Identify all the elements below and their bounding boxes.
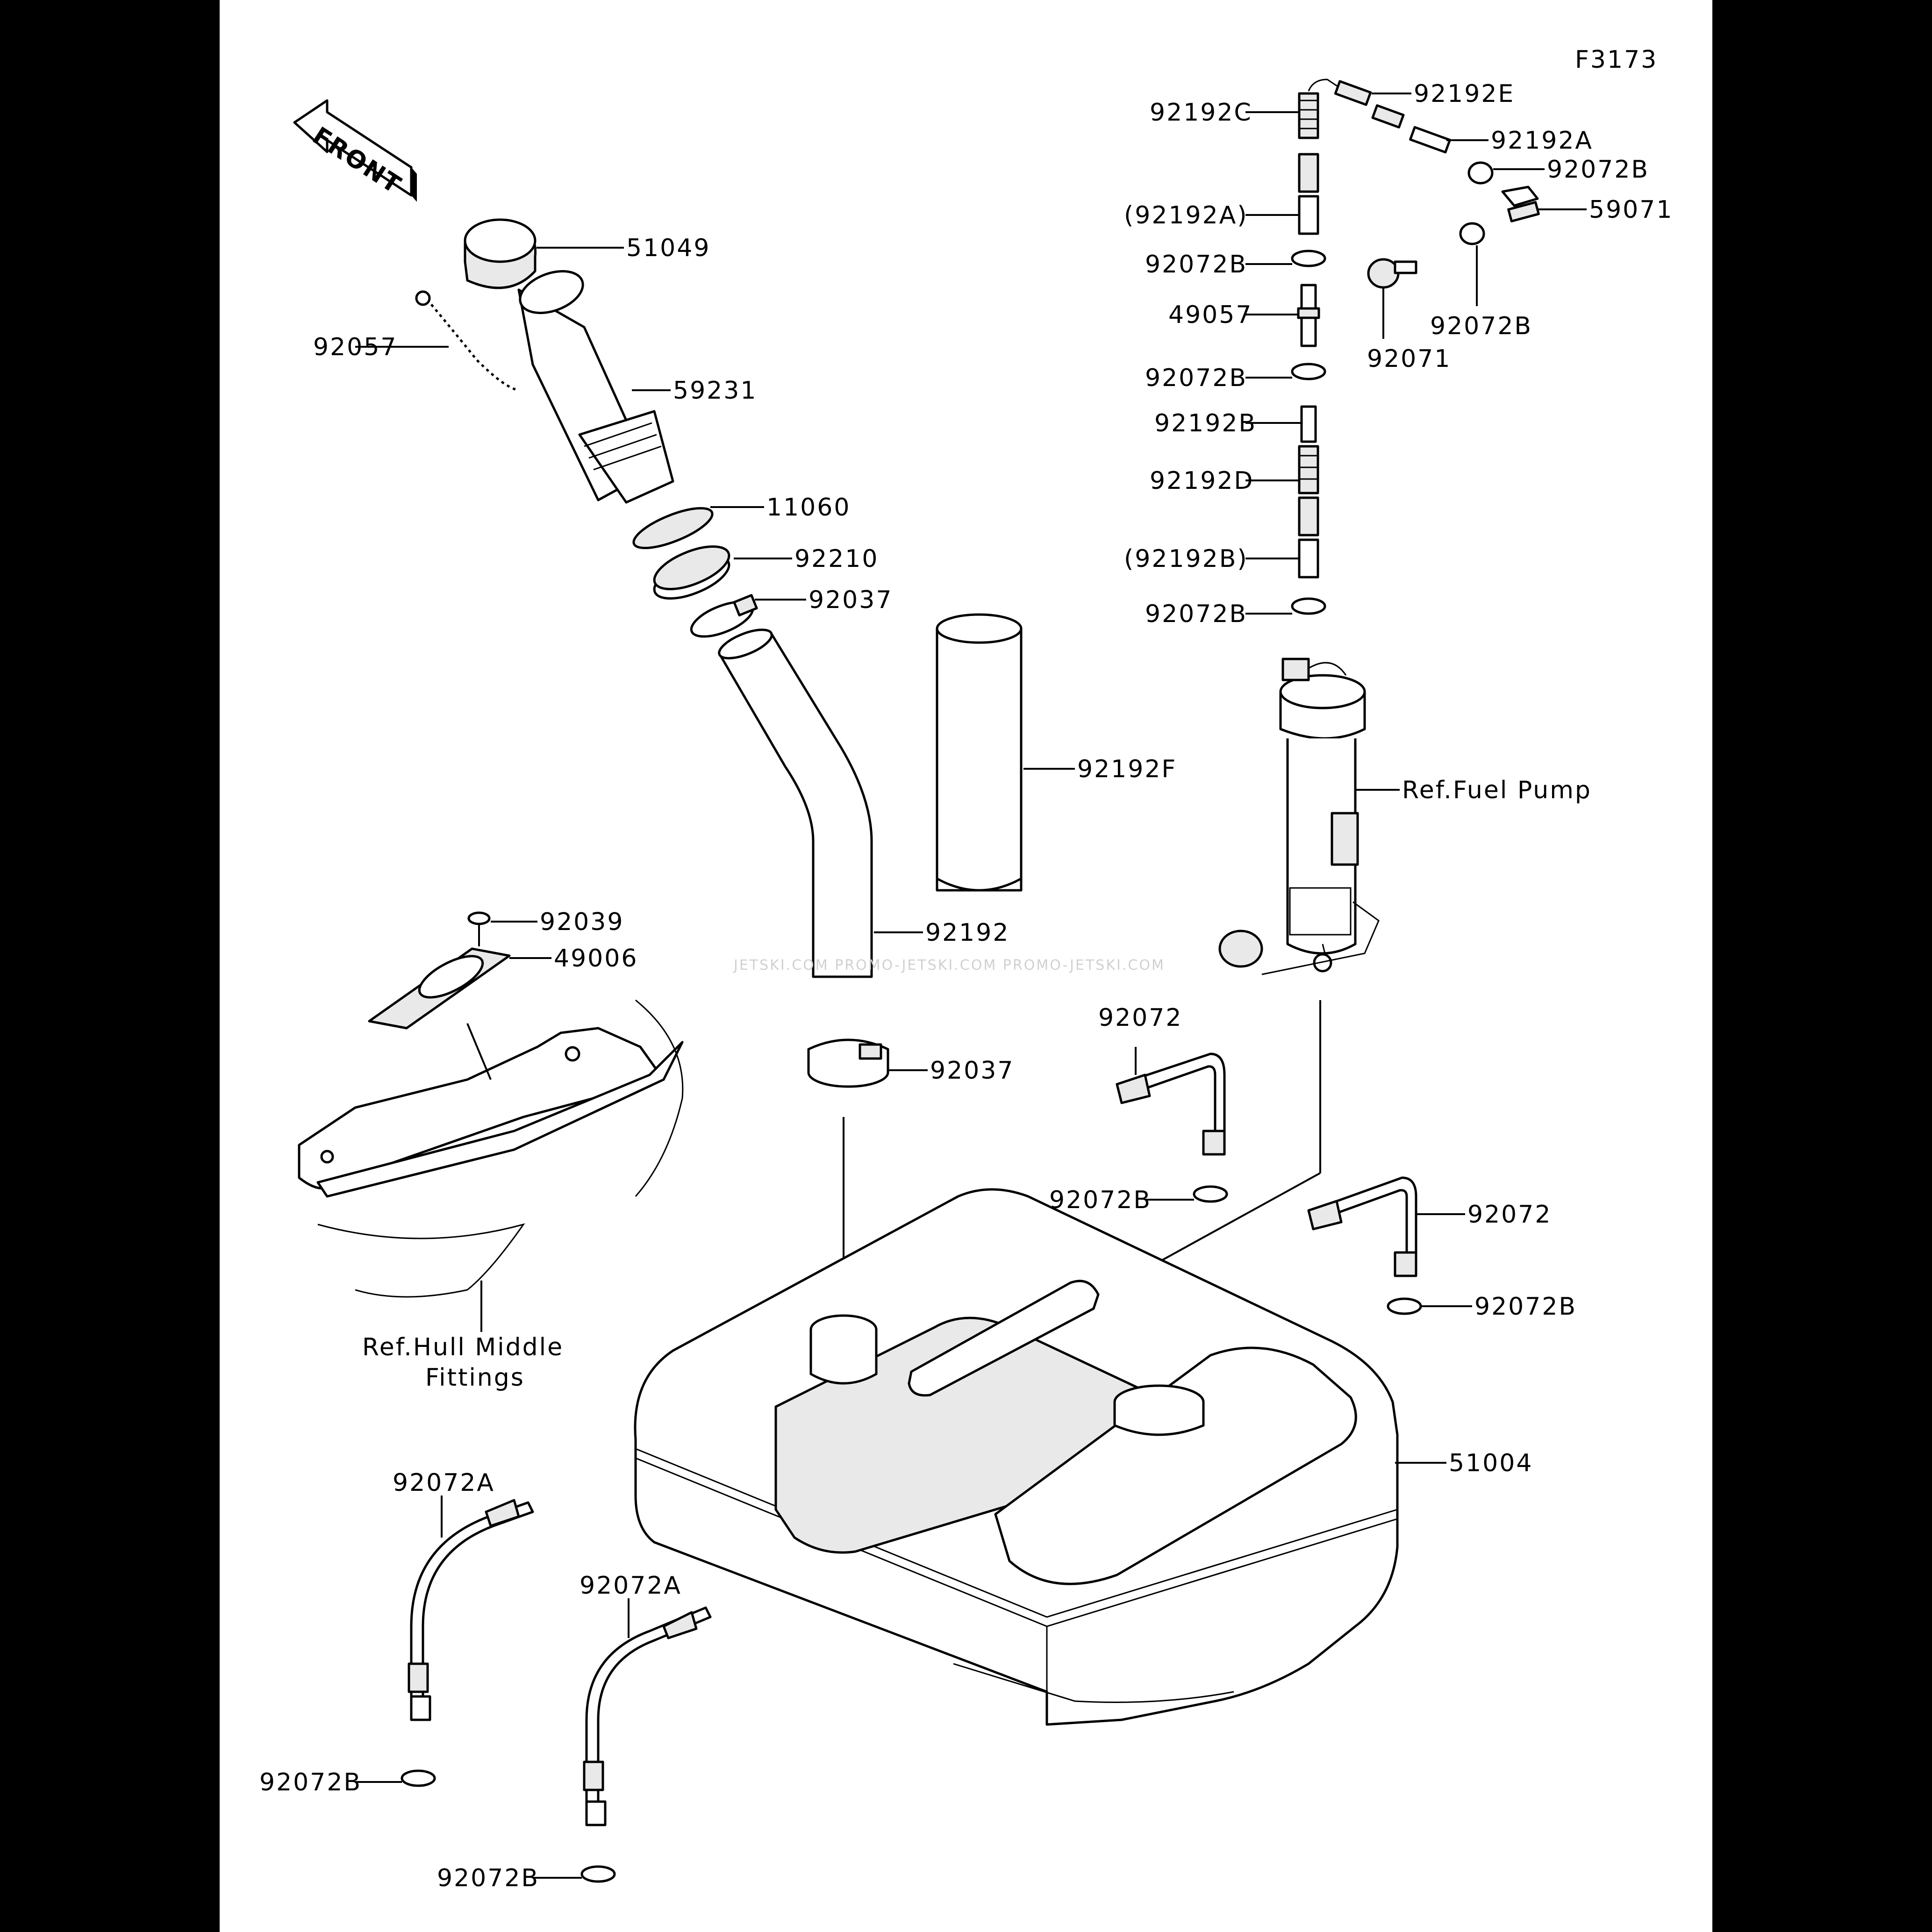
label-92072b-6: 92072B xyxy=(1049,1186,1152,1214)
clip-92072b-5 xyxy=(1291,597,1326,615)
label-ref-fuel-pump: Ref.Fuel Pump xyxy=(1402,776,1592,804)
leader-pump-to-tank-2 xyxy=(1159,1172,1321,1263)
label-92192a-r: 92192A xyxy=(1491,127,1593,155)
hose-92192a-r xyxy=(1409,126,1451,154)
clip-92072b-9 xyxy=(580,1865,616,1883)
hose-paren-92192a xyxy=(1298,153,1319,235)
clip-92072b-2 xyxy=(1291,250,1326,267)
label-92072b-7: 92072B xyxy=(1474,1293,1577,1321)
label-51049: 51049 xyxy=(626,234,710,262)
hose-92192d xyxy=(1298,445,1319,494)
label-92072-a: 92072 xyxy=(1098,1004,1182,1032)
label-11060: 11060 xyxy=(766,494,851,522)
rivet xyxy=(467,911,491,946)
cap-tether xyxy=(415,290,519,392)
hose-paren-92192b xyxy=(1298,496,1319,579)
strap-92072a-center xyxy=(583,1606,712,1826)
clip-92072b-8 xyxy=(401,1769,436,1787)
hose-clamp-upper xyxy=(690,594,758,638)
label-92192d: 92192D xyxy=(1150,467,1254,495)
hull-bracket xyxy=(368,947,511,1030)
label-51004: 51004 xyxy=(1449,1449,1533,1477)
hose-small xyxy=(1371,104,1405,129)
strap-92072-right xyxy=(1307,1176,1417,1277)
label-92037-low: 92037 xyxy=(930,1057,1014,1085)
strap-92072a-left xyxy=(408,1499,534,1721)
hull-section xyxy=(298,999,684,1298)
label-92072-b: 92072 xyxy=(1467,1201,1552,1229)
label-92072a-1: 92072A xyxy=(393,1469,495,1497)
clip-92072b-7 xyxy=(1387,1297,1422,1315)
clip-92072b-1 xyxy=(1467,161,1494,185)
label-92072b-5: 92072B xyxy=(1145,600,1247,628)
elbow-stub xyxy=(1507,201,1540,222)
label-92192a-paren: (92192A) xyxy=(1124,201,1248,229)
filler-hose xyxy=(718,629,873,978)
clip-92072b-6 xyxy=(1193,1185,1228,1203)
label-92072b-2: 92072B xyxy=(1145,250,1247,279)
hose-92192c xyxy=(1298,79,1342,139)
ref-hull-line2: Fittings xyxy=(425,1364,525,1392)
label-49006: 49006 xyxy=(554,945,638,973)
hose-92192b xyxy=(1300,405,1317,443)
label-92057: 92057 xyxy=(313,333,397,361)
label-92071: 92071 xyxy=(1367,345,1451,373)
label-92072b-1: 92072B xyxy=(1547,156,1649,184)
label-92210: 92210 xyxy=(794,545,879,573)
label-92192b: 92192B xyxy=(1154,409,1257,437)
filler-nut xyxy=(653,545,730,600)
fuel-tank xyxy=(634,1188,1399,1726)
label-92072b-8: 92072B xyxy=(259,1768,362,1796)
label-92072b-9: 92072B xyxy=(437,1864,539,1892)
watermark: JETSKI.COM PROMO-JETSKI.COM PROMO-JETSKI… xyxy=(733,957,1165,973)
clip-92072b-4 xyxy=(1291,363,1326,380)
label-59071: 59071 xyxy=(1589,196,1673,224)
strap-92072-upper xyxy=(1116,1052,1226,1156)
figure-code: F3173 xyxy=(1575,46,1658,74)
label-92192: 92192 xyxy=(925,919,1009,947)
ref-hull-line1: Ref.Hull Middle xyxy=(362,1333,564,1361)
label-92192e: 92192E xyxy=(1414,80,1515,108)
joint-49057 xyxy=(1297,284,1320,347)
plug-92071 xyxy=(1367,258,1417,289)
clip-92072b-3 xyxy=(1459,222,1485,245)
label-92037-top: 92037 xyxy=(809,586,893,614)
leader-bracket-to-hull xyxy=(466,1023,492,1080)
label-92072b-3: 92072B xyxy=(1430,312,1532,340)
label-49057: 49057 xyxy=(1168,301,1252,329)
vent-tube xyxy=(936,613,1023,892)
label-92039: 92039 xyxy=(540,908,624,936)
label-92072a-2: 92072A xyxy=(580,1572,682,1600)
filler-cap xyxy=(464,218,537,289)
label-59231: 59231 xyxy=(673,377,757,405)
label-92072b-4: 92072B xyxy=(1145,364,1247,392)
fuel-pump-assembly xyxy=(1218,658,1380,975)
o-ring xyxy=(632,507,714,550)
label-92192b-paren: (92192B) xyxy=(1124,545,1248,573)
label-92192f: 92192F xyxy=(1077,755,1177,783)
filler-neck xyxy=(517,270,674,504)
hose-92192e xyxy=(1334,80,1372,106)
label-92192c: 92192C xyxy=(1150,99,1252,127)
elbow-59071 xyxy=(1501,186,1539,207)
front-arrow: FRONT xyxy=(293,99,417,202)
hose-clamp-lower xyxy=(807,1038,889,1088)
